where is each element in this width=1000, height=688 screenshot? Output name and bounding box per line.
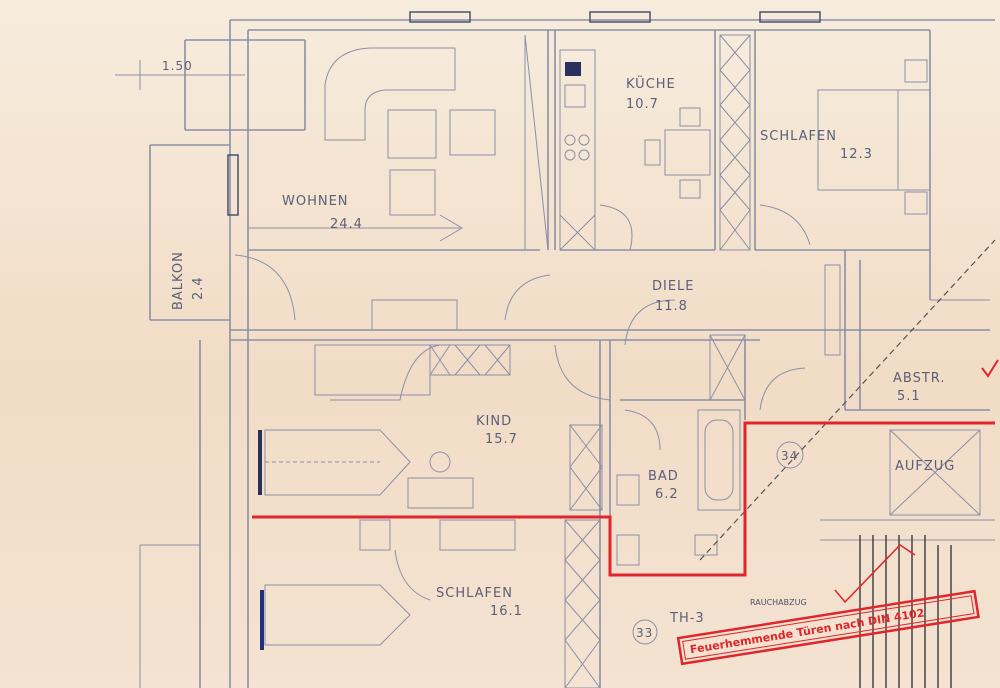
room-name-abstr: ABSTR. xyxy=(893,371,945,386)
room-name-schlafen-bottom: SCHLAFEN xyxy=(436,586,513,601)
bad-furniture xyxy=(616,409,741,566)
room-area-schlafen-top: 12.3 xyxy=(840,147,873,162)
room-area-abstr: 5.1 xyxy=(897,389,921,404)
room-area-bad: 6.2 xyxy=(655,487,679,502)
schlafen-bottom-furniture xyxy=(264,519,601,688)
dimension-line: 1.50 xyxy=(115,59,245,90)
room-area-diele: 11.8 xyxy=(655,299,688,314)
room-name-kueche: KÜCHE xyxy=(626,75,676,92)
room-name-kind: KIND xyxy=(476,414,512,429)
room-area-schlafen-bottom: 16.1 xyxy=(490,604,523,619)
room-area-wohnen: 24.4 xyxy=(330,217,363,232)
diele-furniture xyxy=(504,264,990,411)
fire-door-stamp: Feuerhemmende Türen nach DIN 4102 xyxy=(676,589,980,666)
rauchabzug-label: RAUCHABZUG xyxy=(750,598,807,607)
room-area-kueche: 10.7 xyxy=(626,97,659,112)
walls xyxy=(139,19,995,688)
schlafen-top-furniture xyxy=(759,59,931,246)
circle-label-33: 33 xyxy=(636,626,653,640)
kueche-furniture xyxy=(559,34,751,251)
dimension-label: 1.50 xyxy=(162,59,193,73)
room-name-schlafen-top: SCHLAFEN xyxy=(760,129,837,144)
red-markup xyxy=(252,359,999,604)
room-name-balkon: BALKON xyxy=(171,251,186,310)
room-area-kind: 15.7 xyxy=(485,432,518,447)
room-name-aufzug: AUFZUG xyxy=(895,459,955,474)
stair-label-th3: TH-3 xyxy=(669,611,705,626)
wohnen-furniture xyxy=(234,34,549,331)
kind-furniture xyxy=(264,344,603,511)
circle-label-34: 34 xyxy=(781,449,798,463)
windows xyxy=(227,11,821,650)
room-name-bad: BAD xyxy=(648,469,679,484)
room-area-balkon: 2.4 xyxy=(191,276,206,300)
room-name-diele: DIELE xyxy=(652,279,695,294)
room-name-wohnen: WOHNEN xyxy=(282,194,349,209)
room-labels: WOHNEN 24.4 KÜCHE 10.7 SCHLAFEN 12.3 BAL… xyxy=(171,75,955,640)
